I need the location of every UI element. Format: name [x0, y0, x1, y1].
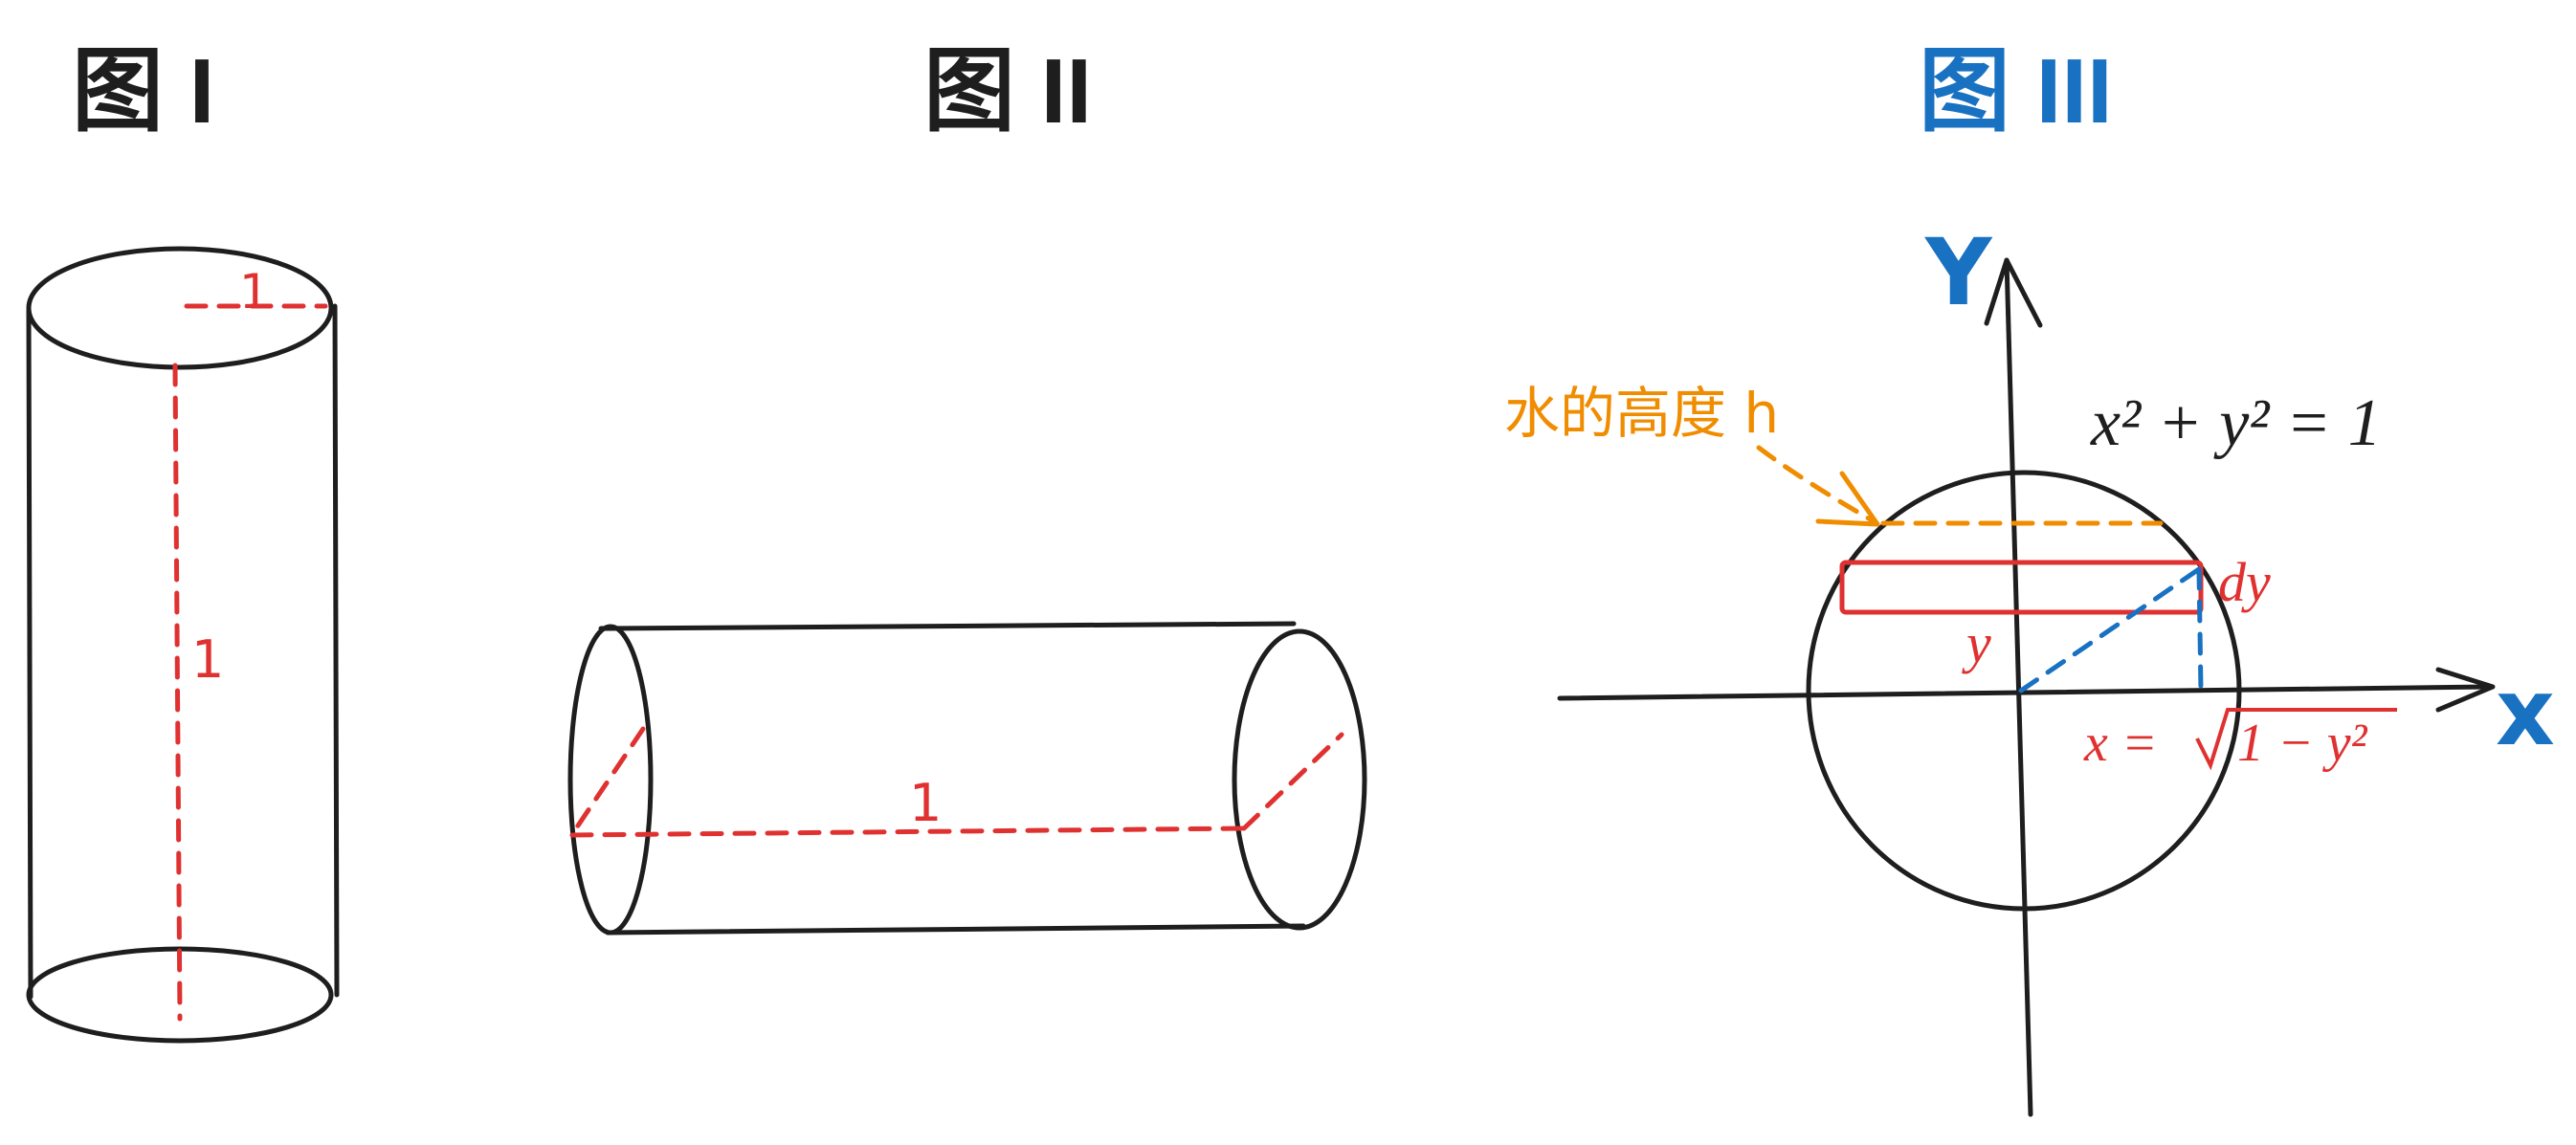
figure-3-title: 图 III — [1919, 40, 2113, 143]
water-height-pointer — [1756, 445, 1876, 524]
water-height-label: 水的高度 h — [1504, 381, 1779, 446]
height-dashed-line — [172, 363, 183, 1022]
x-axis-label: x — [2496, 659, 2555, 766]
x-axis-line — [1557, 684, 2491, 701]
figure-1-title: 图 I — [72, 40, 214, 143]
length-label: 1 — [909, 773, 942, 833]
cylinder-right-edge — [332, 303, 340, 998]
figure-2-cylinder: 1 — [567, 621, 1367, 936]
y-axis-label: Y — [1924, 219, 1993, 326]
cylinder-top-ellipse — [26, 246, 334, 370]
x-expression-radicand: 1 − y² — [2237, 714, 2368, 773]
unit-circle — [1806, 470, 2242, 912]
left-radius-dashed — [569, 726, 646, 837]
x-axis-arrow — [2435, 667, 2496, 713]
y-axis-line — [2004, 257, 2033, 1117]
water-height-arrowhead — [1815, 471, 1880, 527]
cylinder-top-edge — [598, 621, 1297, 631]
height-label: 1 — [191, 629, 224, 690]
cylinder-bottom-edge — [605, 923, 1306, 936]
radius-dashed-line — [2018, 566, 2202, 694]
x-projection-dashed-line — [2196, 566, 2204, 694]
circle-equation: x² + y² = 1 — [2090, 386, 2382, 460]
cylinder-right-ellipse — [1232, 628, 1367, 931]
y-axis-arrow — [1984, 257, 2043, 328]
x-expression-left: x = — [2083, 714, 2158, 773]
cylinder-left-edge — [26, 308, 33, 1000]
figure-3-cross-section: Y x x² + y² = 1 水的高度 h dy y x = 1 − y² — [1504, 219, 2555, 1117]
length-dashed-line — [569, 826, 1247, 838]
slice-rectangle — [1839, 560, 2204, 615]
sqrt-sign — [2195, 708, 2397, 771]
y-label: y — [1962, 612, 1991, 674]
figure-1-cylinder: 1 1 — [26, 246, 340, 1044]
figure-2-title: 图 II — [923, 40, 1092, 143]
radius-label: 1 — [239, 264, 270, 319]
cylinder-left-ellipse — [567, 624, 654, 936]
dy-label: dy — [2218, 551, 2271, 613]
right-radius-dashed — [1241, 732, 1344, 831]
